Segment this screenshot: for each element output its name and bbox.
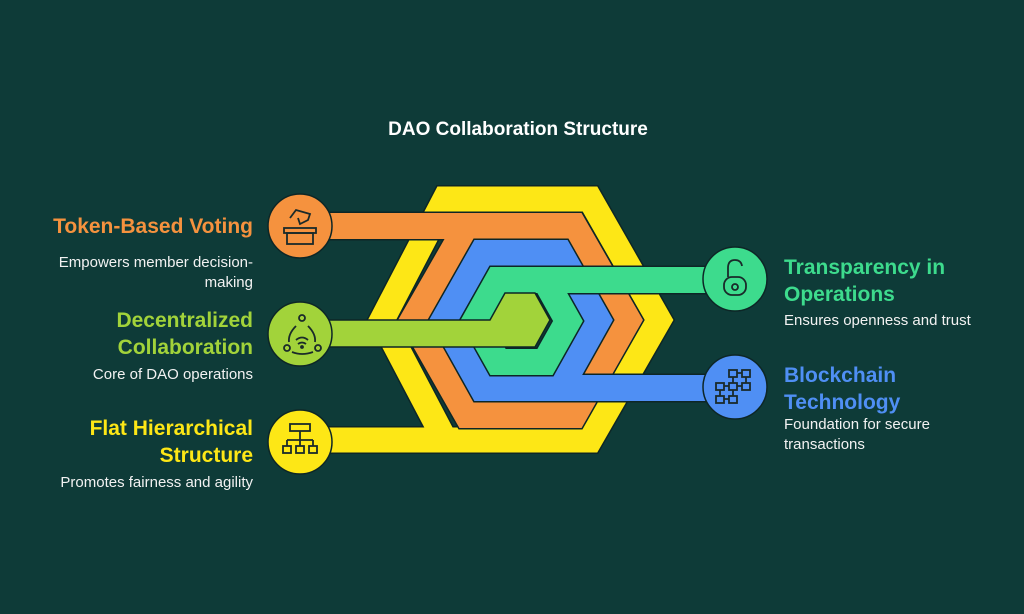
label-line: Structure [159,444,253,467]
yellow-band [300,185,676,454]
decentralized-desc: Core of DAO operations [93,365,253,385]
token-voting-label: Token-Based Voting [53,213,253,240]
flat-structure-desc: Promotes fairness and agility [60,473,253,493]
diagram-title: DAO Collaboration Structure [388,119,648,140]
desc-line: Empowers member decision- [58,254,253,271]
label-line: Technology [784,391,901,414]
label-line: Token-Based Voting [53,215,253,238]
unlock-icon [723,259,747,296]
token-voting-node [267,193,333,259]
label-line: Collaboration [117,336,253,359]
green-band [458,265,735,377]
blockchain-node [702,354,768,420]
transparency-desc: Ensures openness and trust [784,311,971,331]
label-line: Transparency in [784,256,946,279]
transparency-label: Transparency in Operations [784,254,945,308]
label-line: Operations [784,283,895,306]
desc-line: Ensures openness and trust [784,312,971,329]
blockchain-icon [715,369,751,404]
desc-line: transactions [784,436,865,453]
desc-line: making [204,274,253,291]
label-line: Decentralized [116,309,253,332]
desc-line: Core of DAO operations [92,366,253,383]
lime-band [299,292,551,348]
label-line: Blockchain [784,364,897,387]
transparency-node [702,246,768,312]
blue-band [427,238,735,403]
desc-line: Foundation for secure [784,416,930,433]
org-chart-icon [282,423,318,454]
network-icon [283,314,322,355]
token-voting-desc: Empowers member decision-making [59,253,253,293]
blockchain-desc: Foundation for secure transactions [784,415,930,455]
decentralized-node [267,301,333,367]
label-line: Flat Hierarchical [89,417,253,440]
ballot-box-icon [283,208,317,245]
desc-line: Promotes fairness and agility [60,474,253,491]
